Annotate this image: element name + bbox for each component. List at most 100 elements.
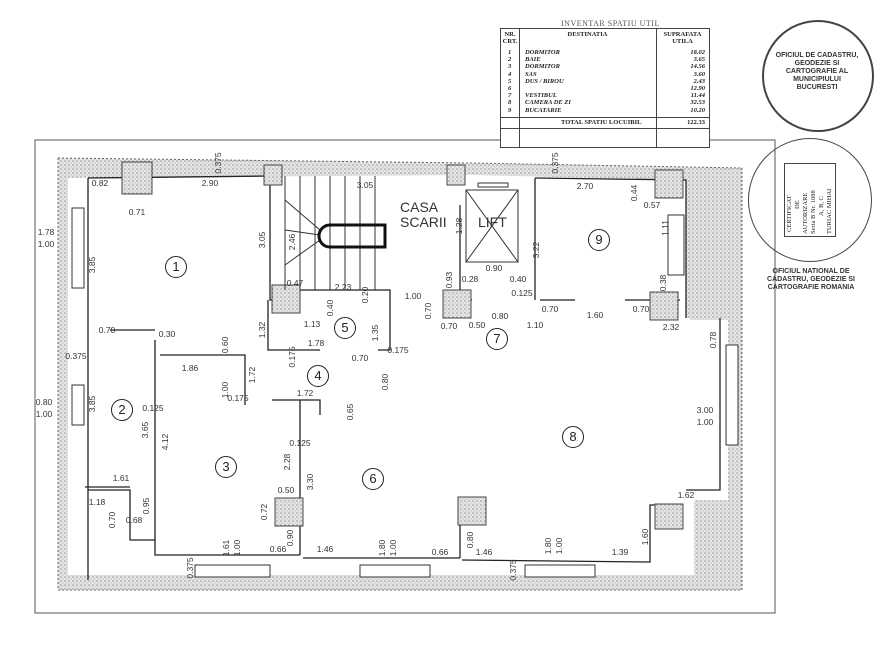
dimension-label: 0.60 bbox=[219, 336, 230, 354]
row-area: 3.60 bbox=[693, 70, 705, 78]
row-area: 11.44 bbox=[690, 92, 705, 100]
cert-line: TURIAC MIHAI bbox=[826, 188, 833, 234]
cert-line: DE bbox=[794, 200, 801, 209]
dimension-label: 0.95 bbox=[140, 497, 151, 515]
dimension-label: 0.65 bbox=[344, 403, 355, 421]
lift-shaft bbox=[465, 182, 519, 263]
dimension-label: 0.375 bbox=[65, 350, 87, 361]
dimension-label: 0.50 bbox=[468, 319, 486, 330]
dimension-label: 1.78 bbox=[307, 337, 325, 348]
dimension-label: 0.47 bbox=[286, 277, 304, 288]
dimension-label: 1.80 bbox=[542, 537, 553, 555]
certificate-box: CERTIFICAT DE AUTORIZARE Seria B Nr. 108… bbox=[784, 163, 836, 237]
dimension-label: 1.00 bbox=[35, 408, 53, 419]
dimension-label: 3.85 bbox=[86, 256, 97, 274]
columns bbox=[121, 161, 684, 530]
dimension-label: 0.90 bbox=[284, 529, 295, 547]
row-destination: VESTIBUL bbox=[525, 92, 557, 100]
staircase bbox=[284, 176, 387, 290]
dimension-label: 1.72 bbox=[246, 366, 257, 384]
dimension-label: 0.175 bbox=[286, 346, 297, 368]
stair-label-line1: CASA bbox=[400, 199, 439, 215]
dimension-label: 0.78 bbox=[707, 331, 718, 349]
dimension-label: 0.70 bbox=[440, 320, 458, 331]
dimension-label: 3.05 bbox=[256, 231, 267, 249]
dimension-label: 3.00 bbox=[696, 404, 714, 415]
dimension-label: 0.175 bbox=[227, 392, 249, 403]
dimension-label: 3.85 bbox=[86, 395, 97, 413]
row-nr: 9 bbox=[508, 106, 512, 114]
dimension-label: 2.90 bbox=[201, 177, 219, 188]
dimension-label: 1.10 bbox=[526, 319, 544, 330]
dimension-label: 1.61 bbox=[112, 472, 130, 483]
header-nr: NR. CRT. bbox=[502, 31, 518, 46]
dimension-label: 0.57 bbox=[643, 199, 661, 210]
row-destination: CAMERA DE ZI bbox=[525, 99, 571, 107]
dimension-label: 3.05 bbox=[356, 179, 374, 190]
dimension-label: 2.70 bbox=[576, 180, 594, 191]
dimension-label: 1.72 bbox=[296, 387, 314, 398]
dimension-label: 0.175 bbox=[387, 344, 409, 355]
dimension-label: 0.30 bbox=[158, 328, 176, 339]
dimension-label: 0.44 bbox=[628, 184, 639, 202]
dimension-label: 1.00 bbox=[231, 539, 242, 557]
room-number-7: 7 bbox=[486, 328, 508, 350]
row-nr: 5 bbox=[508, 77, 512, 85]
dimension-label: 0.375 bbox=[212, 152, 223, 174]
dimension-label: 4.12 bbox=[159, 433, 170, 451]
row-destination: BAIE bbox=[525, 56, 541, 64]
room-number-4: 4 bbox=[307, 365, 329, 387]
header-area: SUPRAFATA UTILA bbox=[663, 31, 702, 46]
row-nr: 6 bbox=[508, 85, 512, 92]
row-nr: 3 bbox=[508, 63, 512, 71]
dimension-label: 2.32 bbox=[662, 321, 680, 332]
table-title: INVENTAR SPATIU UTIL bbox=[561, 19, 660, 28]
dimension-label: 0.40 bbox=[324, 299, 335, 317]
dimension-label: 0.90 bbox=[485, 262, 503, 273]
dimension-label: 1.13 bbox=[303, 318, 321, 329]
row-area: 2.43 bbox=[693, 77, 705, 85]
dimension-label: 1.39 bbox=[611, 546, 629, 557]
dimension-label: 0.66 bbox=[269, 543, 287, 554]
dimension-label: 0.93 bbox=[443, 271, 454, 289]
total-value: 122.33 bbox=[687, 119, 705, 126]
row-area: 18.02 bbox=[690, 49, 705, 56]
row-nr: 2 bbox=[508, 56, 512, 64]
dimension-label: 1.00 bbox=[387, 539, 398, 557]
room-number-6: 6 bbox=[362, 468, 384, 490]
dimension-label: 0.80 bbox=[379, 373, 390, 391]
room-number-1: 1 bbox=[165, 256, 187, 278]
dimension-label: 0.70 bbox=[98, 324, 116, 335]
dimension-label: 0.40 bbox=[509, 273, 527, 284]
row-nr: 7 bbox=[508, 92, 512, 100]
dimension-label: 1.46 bbox=[475, 546, 493, 557]
authorization-stamp bbox=[748, 138, 872, 262]
total-label: TOTAL SPATIU LOCUIBIL bbox=[561, 119, 642, 126]
row-destination: DORMITOR bbox=[525, 63, 560, 71]
room-number-8: 8 bbox=[562, 426, 584, 448]
table-row: 7 VESTIBUL 11.44 bbox=[501, 92, 709, 99]
room-number-2: 2 bbox=[111, 399, 133, 421]
dimension-label: 2.46 bbox=[286, 233, 297, 251]
dimension-label: 0.71 bbox=[128, 206, 146, 217]
dimension-label: 0.125 bbox=[289, 437, 311, 448]
stair-label: CASA SCARII bbox=[400, 199, 447, 231]
cert-line: A, B, C bbox=[818, 196, 825, 216]
dimension-label: 0.125 bbox=[511, 287, 533, 298]
dimension-label: 1.32 bbox=[256, 321, 267, 339]
row-nr: 8 bbox=[508, 99, 512, 107]
row-nr: 4 bbox=[508, 70, 512, 78]
dimension-label: 1.61 bbox=[220, 539, 231, 557]
cert-line: Seria B Nr. 1088 bbox=[810, 190, 817, 234]
stamp-bottom-text: OFICIUL NATIONAL DE CADASTRU, GEODEZIE S… bbox=[767, 268, 855, 292]
dimension-label: 1.00 bbox=[404, 290, 422, 301]
room-number-9: 9 bbox=[588, 229, 610, 251]
stamp-top-text: OFICIUL DE CADASTRU, GEODEZIE SI CARTOGR… bbox=[775, 52, 859, 92]
header-destination: DESTINATIA bbox=[567, 31, 608, 38]
